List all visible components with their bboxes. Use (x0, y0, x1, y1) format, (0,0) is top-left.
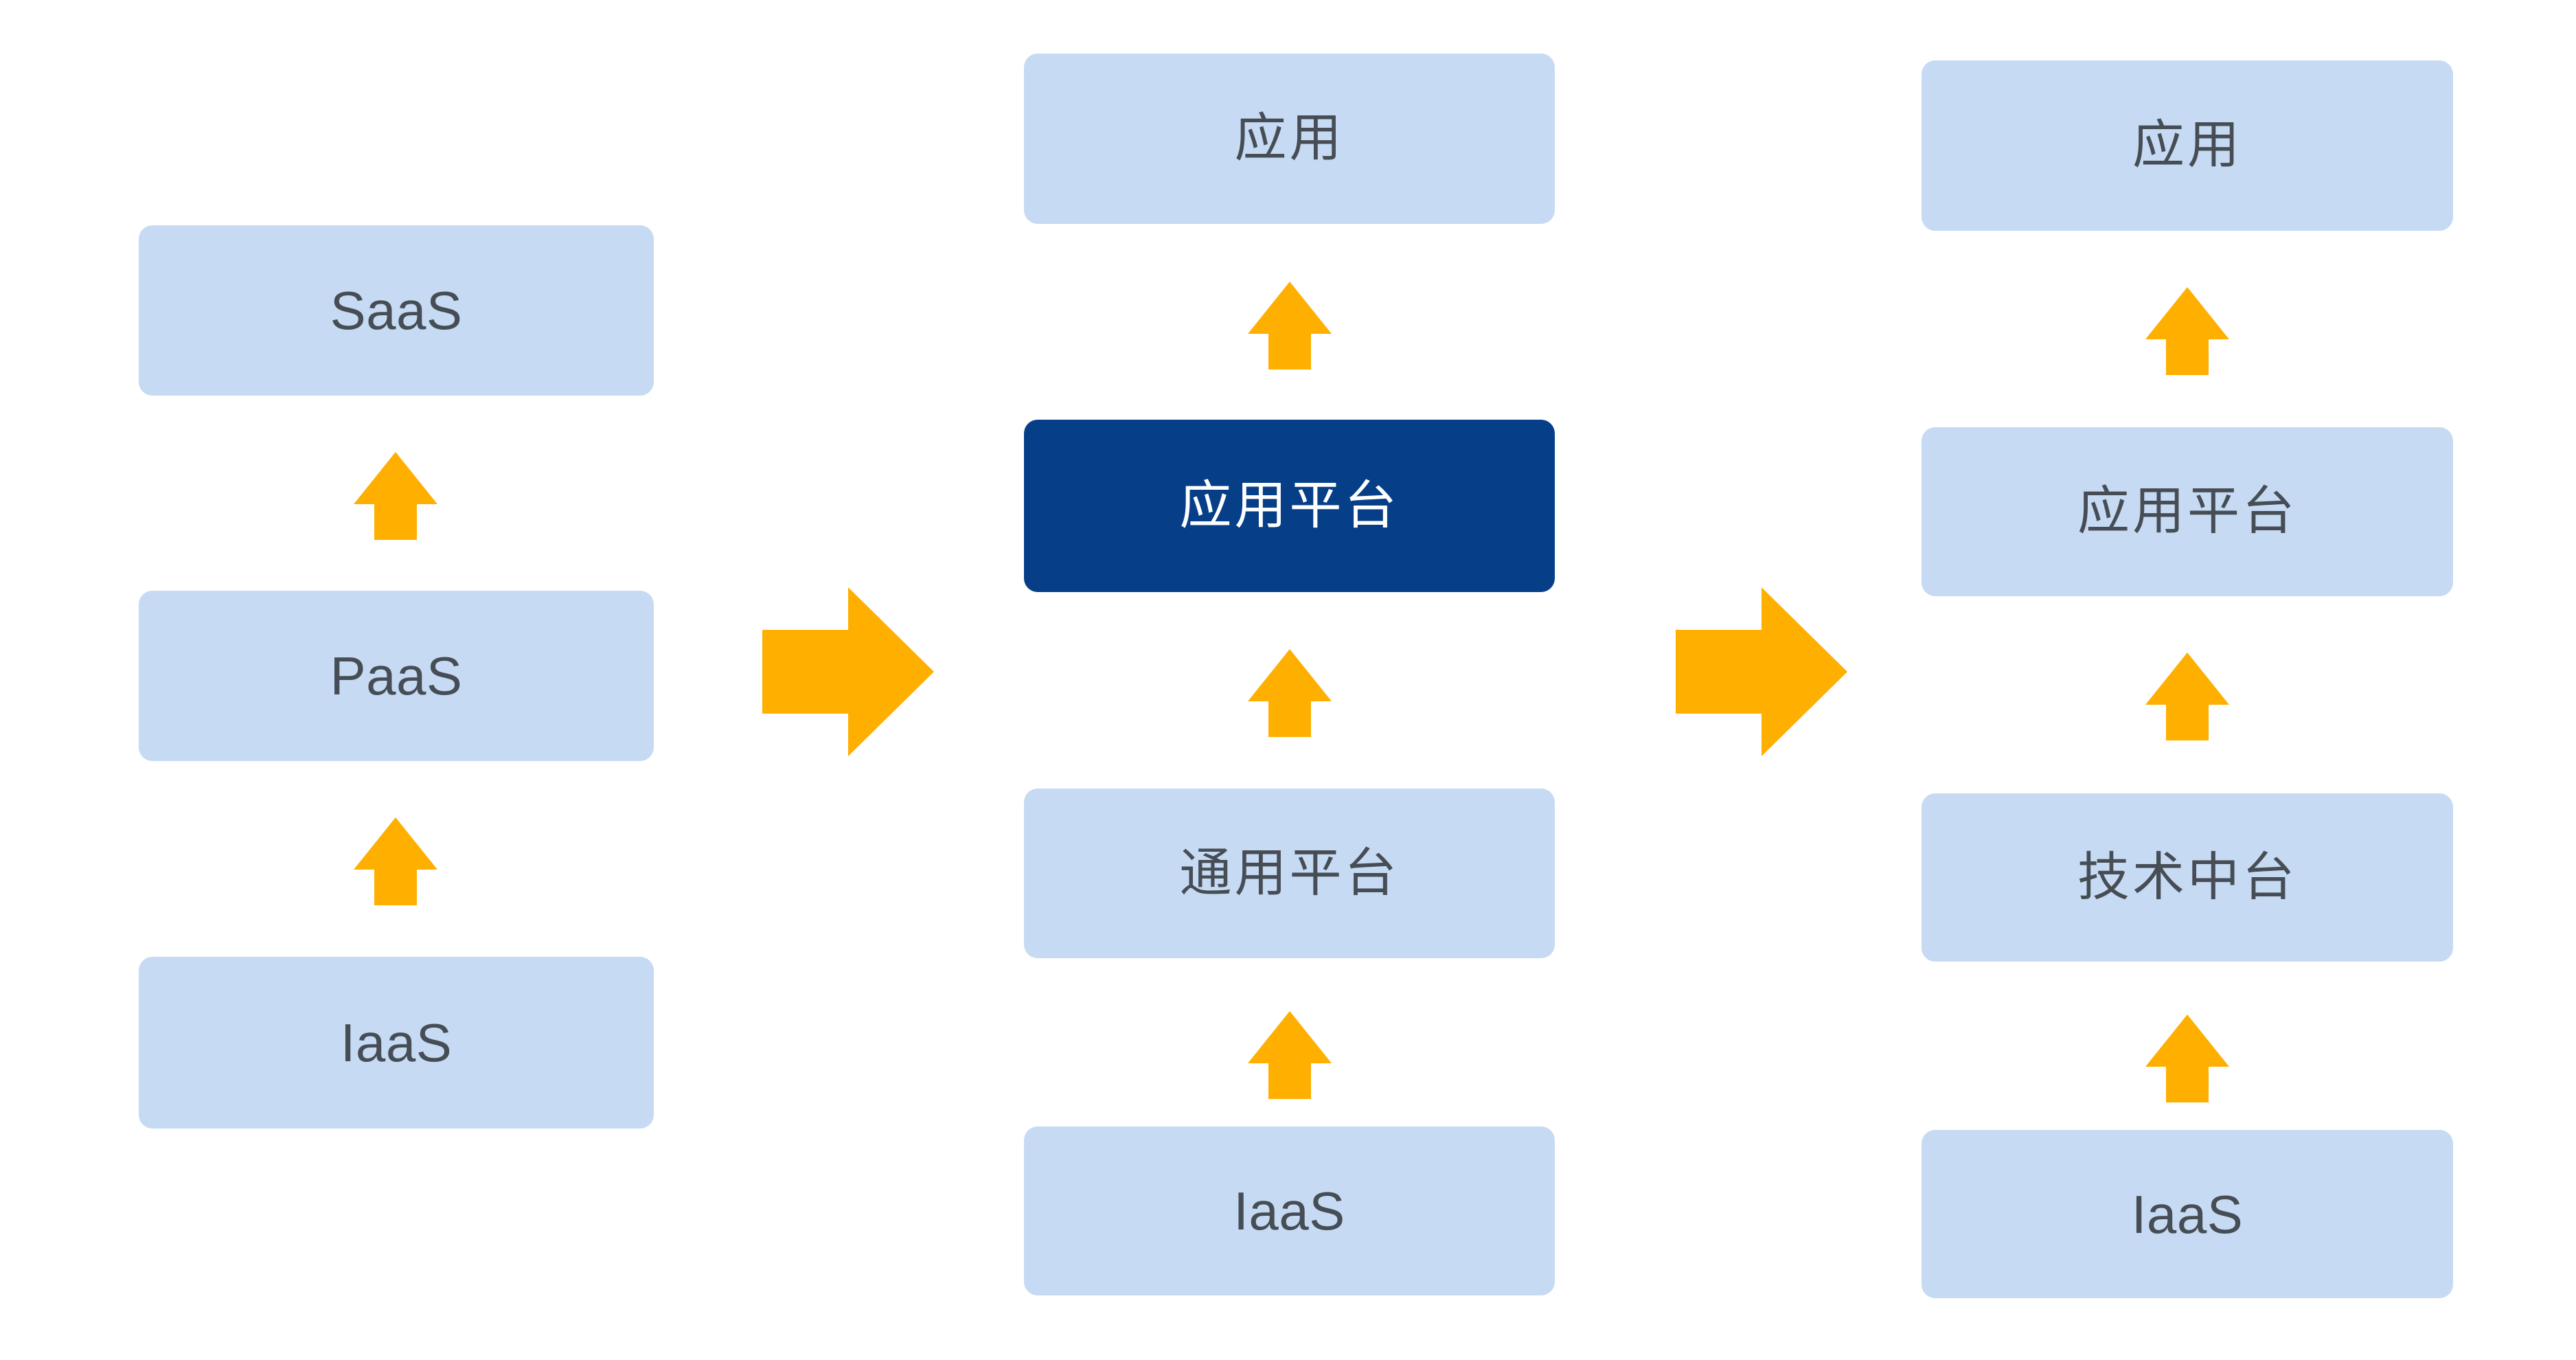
up-arrow-col3-platform-to-app (2145, 287, 2229, 375)
up-arrow-col3-iaas-to-tech (2145, 1015, 2229, 1102)
up-arrow-paas-iaas (354, 817, 437, 905)
node-application-col3[interactable]: 应用 (1922, 60, 2453, 231)
up-arrow-col2-platform-to-app (1248, 282, 1332, 370)
node-paas[interactable]: PaaS (139, 591, 654, 761)
up-arrow-saas-paas (354, 452, 437, 540)
node-label: PaaS (330, 646, 463, 706)
node-label: IaaS (1233, 1181, 1345, 1241)
node-label: IaaS (2131, 1183, 2244, 1245)
right-arrow-transition-1 (762, 587, 934, 756)
node-application-platform-col2[interactable]: 应用平台 (1024, 420, 1555, 592)
node-label: 技术中台 (2077, 848, 2297, 907)
node-label: 应用 (2132, 116, 2242, 174)
node-label: 应用 (1234, 109, 1345, 168)
node-application-col2[interactable]: 应用 (1024, 54, 1555, 224)
right-arrow-transition-2 (1676, 587, 1847, 756)
up-arrow-col2-iaas-to-general (1248, 1011, 1332, 1099)
node-tech-middle-platform-col3[interactable]: 技术中台 (1922, 793, 2453, 962)
node-label: 应用平台 (2077, 482, 2297, 541)
node-iaas-col3[interactable]: IaaS (1922, 1130, 2453, 1298)
node-general-platform-col2[interactable]: 通用平台 (1024, 789, 1555, 958)
up-arrow-col3-tech-to-platform (2145, 653, 2229, 740)
node-label: 应用平台 (1179, 476, 1400, 535)
node-application-platform-col3[interactable]: 应用平台 (1922, 427, 2453, 596)
node-iaas-col1[interactable]: IaaS (139, 957, 654, 1129)
node-iaas-col2[interactable]: IaaS (1024, 1126, 1555, 1295)
up-arrow-col2-general-to-platform (1248, 649, 1332, 737)
node-label: 通用平台 (1179, 843, 1400, 903)
node-label: IaaS (340, 1012, 453, 1073)
node-label: SaaS (330, 280, 463, 341)
node-saas[interactable]: SaaS (139, 225, 654, 396)
